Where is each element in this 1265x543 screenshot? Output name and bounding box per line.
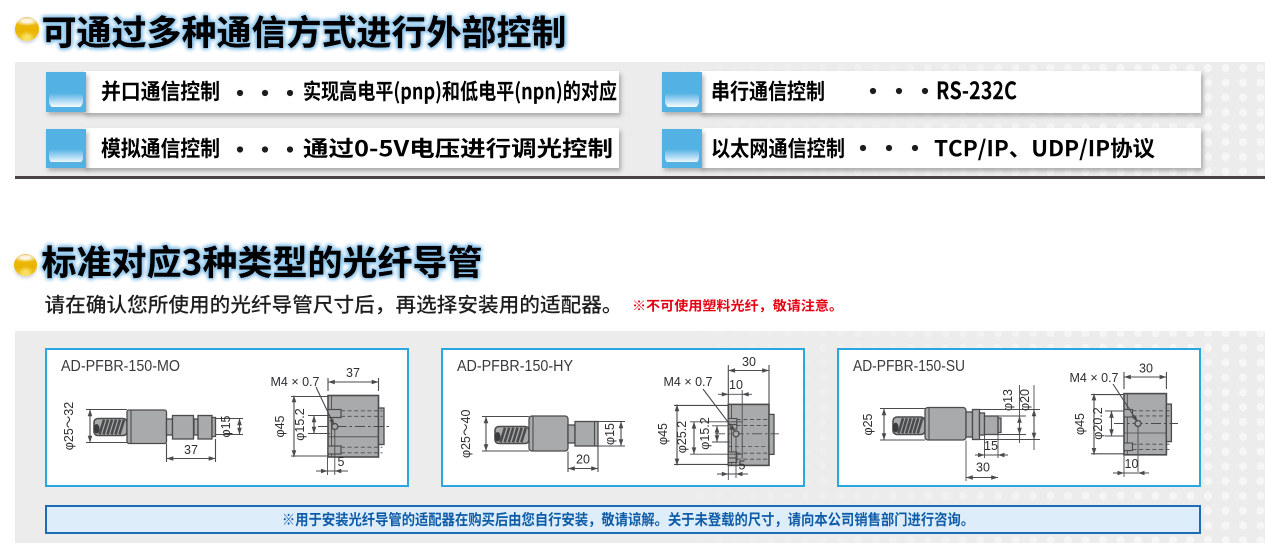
svg-text:15: 15 xyxy=(984,439,998,453)
svg-text:φ15: φ15 xyxy=(219,415,233,437)
svg-text:M4 × 0.7: M4 × 0.7 xyxy=(271,375,320,389)
svg-text:10: 10 xyxy=(1125,457,1139,471)
svg-text:5: 5 xyxy=(739,459,746,473)
svg-text:φ15.2: φ15.2 xyxy=(698,417,712,449)
svg-text:AD-PFBR-150-SU: AD-PFBR-150-SU xyxy=(853,358,965,375)
svg-text:φ45: φ45 xyxy=(656,423,670,445)
svg-text:10: 10 xyxy=(729,378,743,392)
svg-text:φ13: φ13 xyxy=(1001,389,1015,411)
svg-text:37: 37 xyxy=(346,366,360,380)
svg-text:M4 × 0.7: M4 × 0.7 xyxy=(1070,371,1119,385)
svg-text:φ15.2: φ15.2 xyxy=(293,408,307,440)
svg-text:37: 37 xyxy=(184,443,198,457)
svg-text:φ45: φ45 xyxy=(273,415,287,437)
svg-text:20: 20 xyxy=(576,453,590,467)
svg-text:30: 30 xyxy=(742,355,756,369)
svg-text:AD-PFBR-150-HY: AD-PFBR-150-HY xyxy=(457,358,573,375)
svg-text:φ20: φ20 xyxy=(1018,389,1032,411)
svg-text:5: 5 xyxy=(338,455,345,469)
svg-text:φ25～40: φ25～40 xyxy=(459,410,473,458)
svg-text:φ15: φ15 xyxy=(603,423,617,445)
svg-text:30: 30 xyxy=(976,461,990,475)
svg-text:AD-PFBR-150-MO: AD-PFBR-150-MO xyxy=(61,358,180,375)
svg-text:φ25: φ25 xyxy=(861,413,875,435)
svg-text:φ25.2: φ25.2 xyxy=(675,421,689,453)
svg-text:M4 × 0.7: M4 × 0.7 xyxy=(664,375,713,389)
svg-text:30: 30 xyxy=(1139,362,1153,376)
svg-text:φ45: φ45 xyxy=(1073,413,1087,435)
svg-text:φ20.2: φ20.2 xyxy=(1091,407,1105,439)
svg-text:φ25～32: φ25～32 xyxy=(62,402,76,450)
